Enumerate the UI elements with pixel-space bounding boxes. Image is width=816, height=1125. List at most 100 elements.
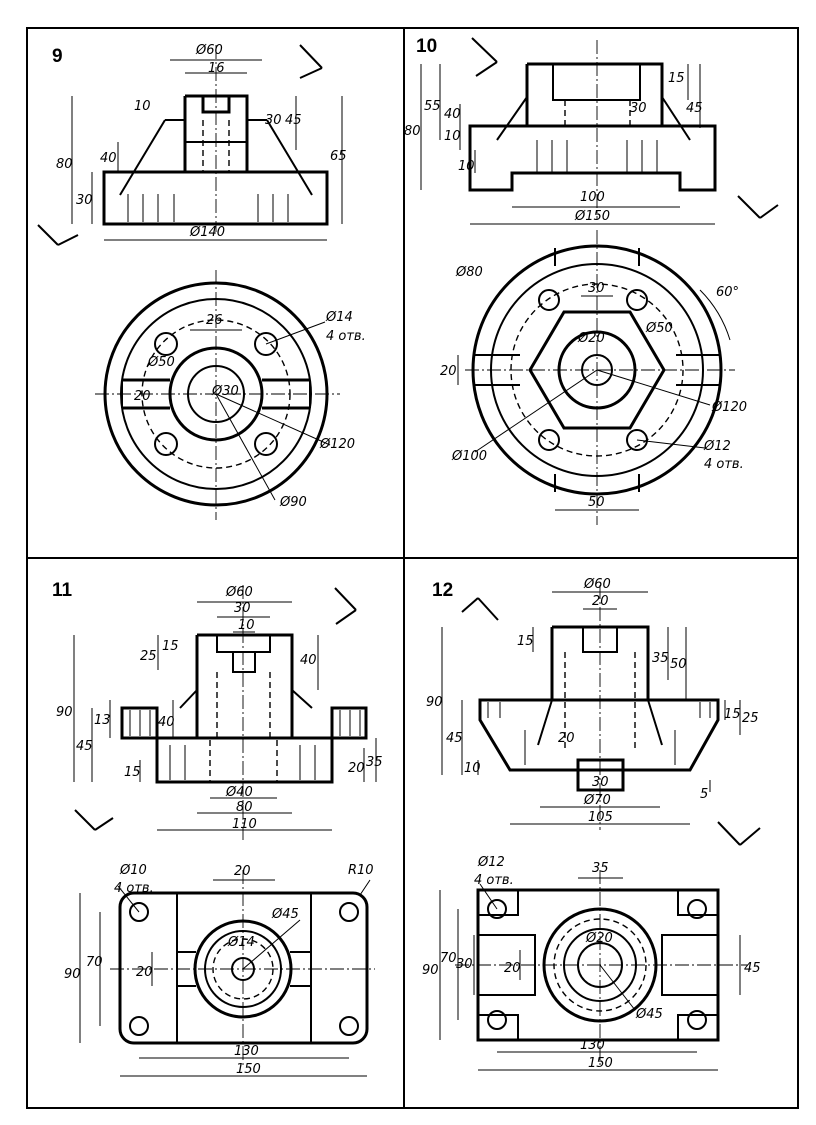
top-view: Ø80 30 Ø20 Ø50 60° 20 Ø120 Ø100 Ø12 4 от… [440, 230, 747, 525]
dim-text: 25 [742, 711, 759, 726]
dim-text: 40 [158, 715, 175, 730]
dim-text: 30 [630, 101, 647, 116]
dim-text: 30 [588, 281, 605, 296]
dim-text: 130 [580, 1038, 605, 1053]
dim-text: 70 [86, 955, 103, 970]
panel-number: 10 [416, 36, 437, 57]
dim-text: 20 [440, 364, 457, 379]
dim-text: 45 [744, 961, 761, 976]
front-view: Ø60 30 10 25 15 40 90 13 40 45 15 Ø40 80… [56, 585, 383, 840]
dim-text: Ø120 [319, 437, 355, 452]
dim-text: Ø14 [227, 935, 255, 950]
dim-text: Ø70 [583, 793, 611, 808]
dim-text: 35 [652, 651, 669, 666]
front-view: Ø60 16 10 30 45 65 80 40 30 Ø140 [37, 43, 347, 246]
dim-text: 40 [300, 653, 317, 668]
dim-text: 105 [588, 810, 613, 825]
dim-text: Ø80 [455, 265, 483, 280]
dim-text: 110 [232, 817, 257, 832]
dim-text: 35 [592, 861, 609, 876]
dim-text: 30 [234, 601, 251, 616]
dim-text: 5 [700, 787, 708, 802]
panel-number: 11 [52, 580, 73, 601]
dim-text: 20 [134, 389, 151, 404]
dim-text: Ø10 [119, 863, 147, 878]
dim-text: 20 [558, 731, 575, 746]
dim-text: 80 [236, 800, 253, 815]
panel-10: 10 15 45 30 55 [404, 36, 779, 525]
dim-text: 20 [136, 965, 153, 980]
dim-text: 100 [580, 190, 605, 205]
dim-text: 90 [422, 963, 439, 978]
dim-text: 30 [265, 113, 282, 128]
dim-text: 40 [100, 151, 117, 166]
dim-text: Ø14 [325, 310, 353, 325]
dim-text: 20 [504, 961, 521, 976]
panel-11: 11 [52, 580, 383, 1077]
dim-text: Ø50 [147, 355, 175, 370]
dim-text: Ø20 [577, 331, 605, 346]
panel-9: 9 [37, 43, 366, 520]
dim-text: Ø60 [195, 43, 223, 58]
top-view: 26 Ø14 4 отв. Ø30 Ø50 20 Ø120 Ø90 [95, 270, 366, 520]
dim-text: Ø12 [703, 439, 731, 454]
dim-text: 35 [366, 755, 383, 770]
dim-text: 45 [76, 739, 93, 754]
dim-text: Ø12 [477, 855, 505, 870]
dim-text: 15 [162, 639, 179, 654]
dim-text: Ø45 [271, 907, 299, 922]
dim-text: 4 отв. [114, 881, 154, 896]
dim-text: 16 [208, 61, 225, 76]
dim-text: 80 [404, 124, 421, 139]
dim-text: 4 отв. [326, 329, 366, 344]
dim-text: 13 [94, 713, 111, 728]
dim-text: 70 [440, 951, 457, 966]
dim-text: 130 [234, 1044, 259, 1059]
sheet-border [26, 27, 799, 1109]
dim-text: 15 [668, 71, 685, 86]
front-view: 15 45 30 55 80 40 10 10 100 Ø150 [404, 37, 779, 225]
dim-text: Ø60 [583, 577, 611, 592]
dim-text: 4 отв. [474, 873, 514, 888]
dim-text: Ø45 [635, 1007, 663, 1022]
dim-text: 30 [592, 775, 609, 790]
dim-text: Ø40 [225, 785, 253, 800]
dim-text: 80 [56, 157, 73, 172]
dim-text: 10 [464, 761, 481, 776]
dim-text: 50 [670, 657, 687, 672]
top-view: Ø12 4 отв. 35 Ø20 90 70 30 20 Ø45 45 130… [422, 855, 761, 1071]
dim-text: R10 [348, 863, 374, 878]
dim-text: Ø140 [189, 225, 225, 240]
dim-text: 30 [456, 957, 473, 972]
dim-text: 10 [134, 99, 151, 114]
dim-text: 60° [716, 285, 739, 300]
dim-text: Ø150 [574, 209, 610, 224]
dim-text: 25 [140, 649, 157, 664]
panel-12: 12 [422, 577, 761, 1071]
dim-text: 20 [234, 864, 251, 879]
dim-text: 4 отв. [704, 457, 744, 472]
dim-text: Ø100 [451, 449, 487, 464]
dim-text: 55 [424, 99, 441, 114]
dim-text: 30 [76, 193, 93, 208]
dim-text: 26 [206, 313, 223, 328]
dim-text: 45 [285, 113, 302, 128]
panel-number: 9 [52, 46, 63, 67]
dim-text: 150 [588, 1056, 613, 1071]
dim-text: 10 [238, 618, 255, 633]
dim-text: 45 [686, 101, 703, 116]
top-view: Ø10 4 отв. 20 R10 Ø45 Ø14 90 70 20 130 1… [64, 863, 375, 1077]
dim-text: 45 [446, 731, 463, 746]
dim-text: 65 [330, 149, 347, 164]
dim-text: 20 [592, 594, 609, 609]
dim-text: 150 [236, 1062, 261, 1077]
dim-text: Ø60 [225, 585, 253, 600]
dim-text: 90 [56, 705, 73, 720]
panel-number: 12 [432, 580, 453, 601]
dim-text: 40 [444, 107, 461, 122]
dim-text: 15 [124, 765, 141, 780]
front-view: Ø60 20 15 35 50 90 45 20 10 30 Ø70 105 1… [426, 577, 761, 846]
dim-text: Ø20 [585, 931, 613, 946]
dim-text: Ø50 [645, 321, 673, 336]
